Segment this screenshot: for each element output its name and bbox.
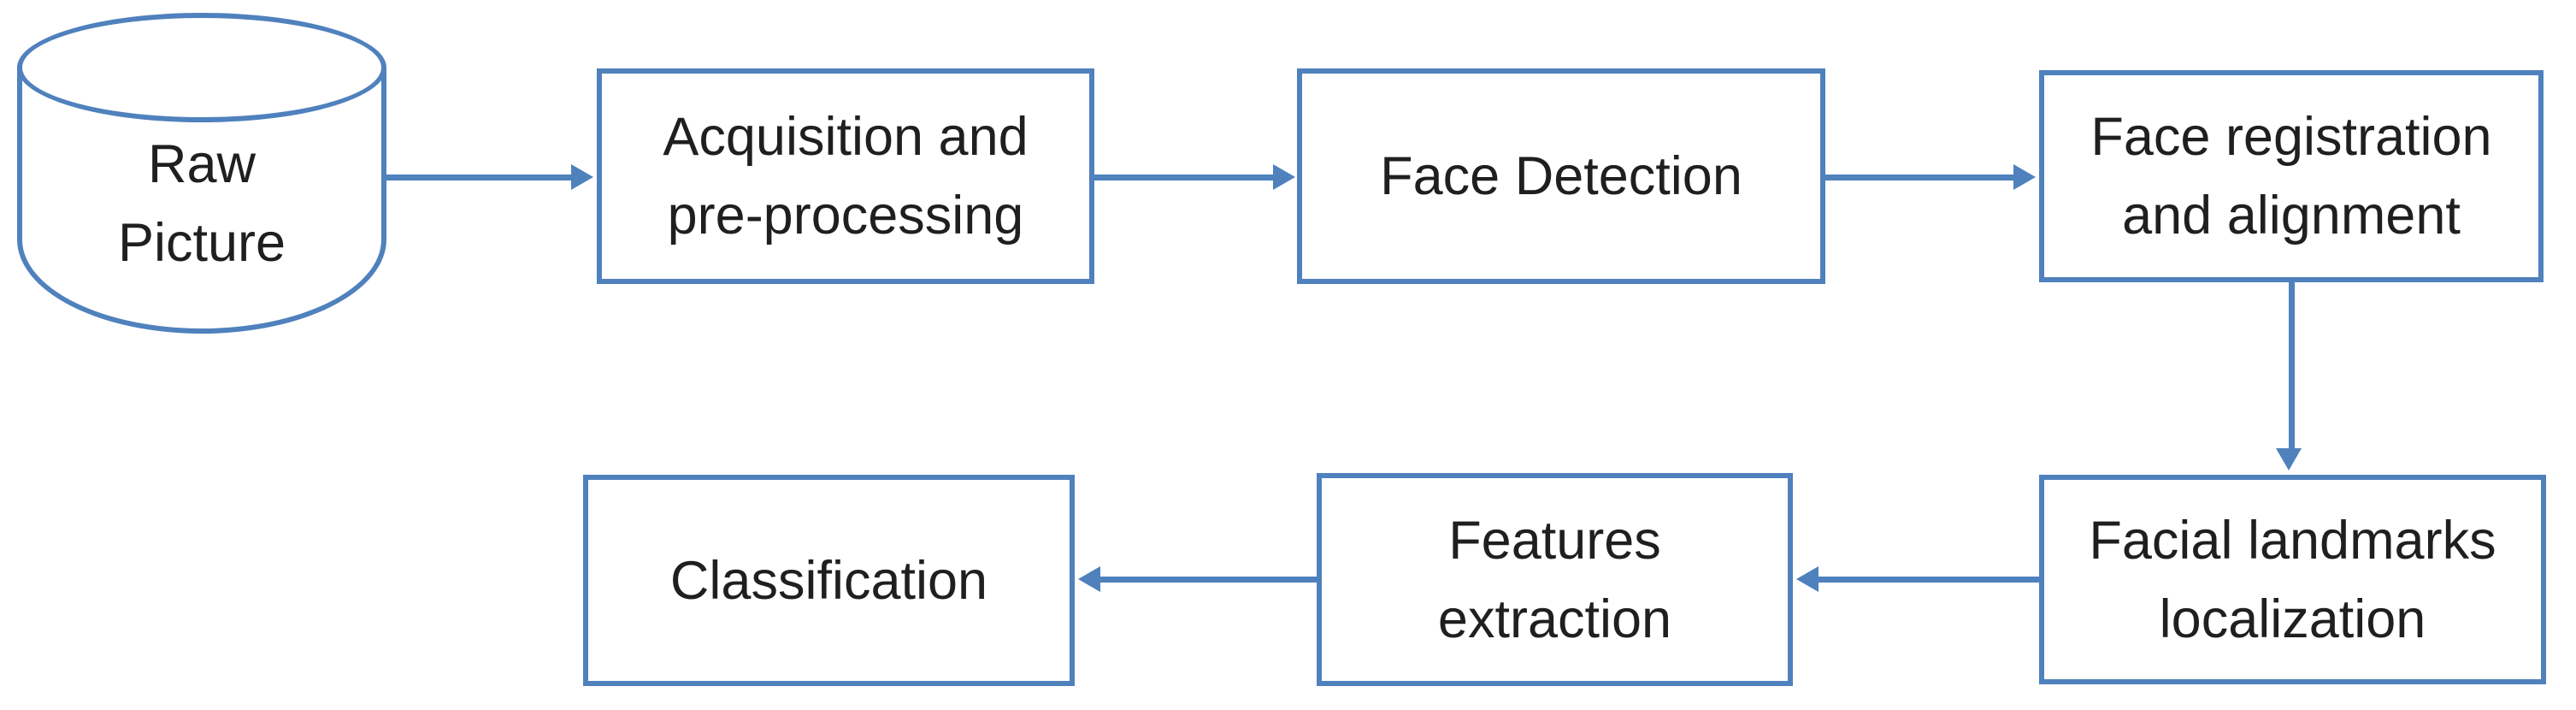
node-label-line: Raw — [147, 133, 256, 194]
arrow-acquisition-to-face-detection-head — [1273, 164, 1295, 190]
node-features-extraction: Features extraction — [1317, 473, 1793, 686]
arrow-features-to-classification-line — [1099, 577, 1317, 583]
node-face-detection: Face Detection — [1297, 68, 1825, 284]
node-label-line: Acquisition and — [663, 107, 1029, 167]
node-label-line: Picture — [117, 212, 286, 273]
node-label-line: Facial landmarks — [2089, 510, 2496, 571]
node-raw-picture-label: Raw Picture — [17, 73, 386, 334]
arrow-registration-to-landmarks-head — [2276, 448, 2302, 470]
arrow-raw-picture-to-acquisition-head — [571, 164, 593, 190]
arrow-features-to-classification-head — [1078, 566, 1100, 592]
node-label-line: and alignment — [2122, 186, 2461, 246]
cylinder-top-ellipse — [17, 13, 386, 122]
node-label-line: extraction — [1437, 589, 1672, 649]
node-label-line: Face Detection — [1380, 146, 1742, 206]
arrow-raw-picture-to-acquisition-line — [386, 175, 573, 180]
arrow-landmarks-to-features-head — [1796, 566, 1819, 592]
node-label-line: Classification — [669, 550, 988, 611]
arrow-acquisition-to-face-detection-line — [1094, 175, 1276, 180]
arrow-landmarks-to-features-line — [1817, 577, 2039, 583]
arrow-face-detection-to-registration-head — [2013, 164, 2036, 190]
node-classification: Classification — [583, 475, 1075, 686]
node-face-registration-alignment: Face registration and alignment — [2039, 70, 2544, 282]
node-facial-landmarks-localization: Facial landmarks localization — [2039, 475, 2546, 684]
arrow-registration-to-landmarks-line — [2289, 282, 2295, 450]
node-label-line: Features — [1448, 510, 1661, 571]
node-label-line: pre-processing — [667, 186, 1024, 246]
node-label-line: Face registration — [2090, 107, 2492, 167]
node-acquisition-pre-processing: Acquisition and pre-processing — [597, 68, 1094, 284]
node-label-line: localization — [2159, 589, 2426, 649]
arrow-face-detection-to-registration-line — [1825, 175, 2017, 180]
node-raw-picture: Raw Picture — [17, 13, 386, 334]
